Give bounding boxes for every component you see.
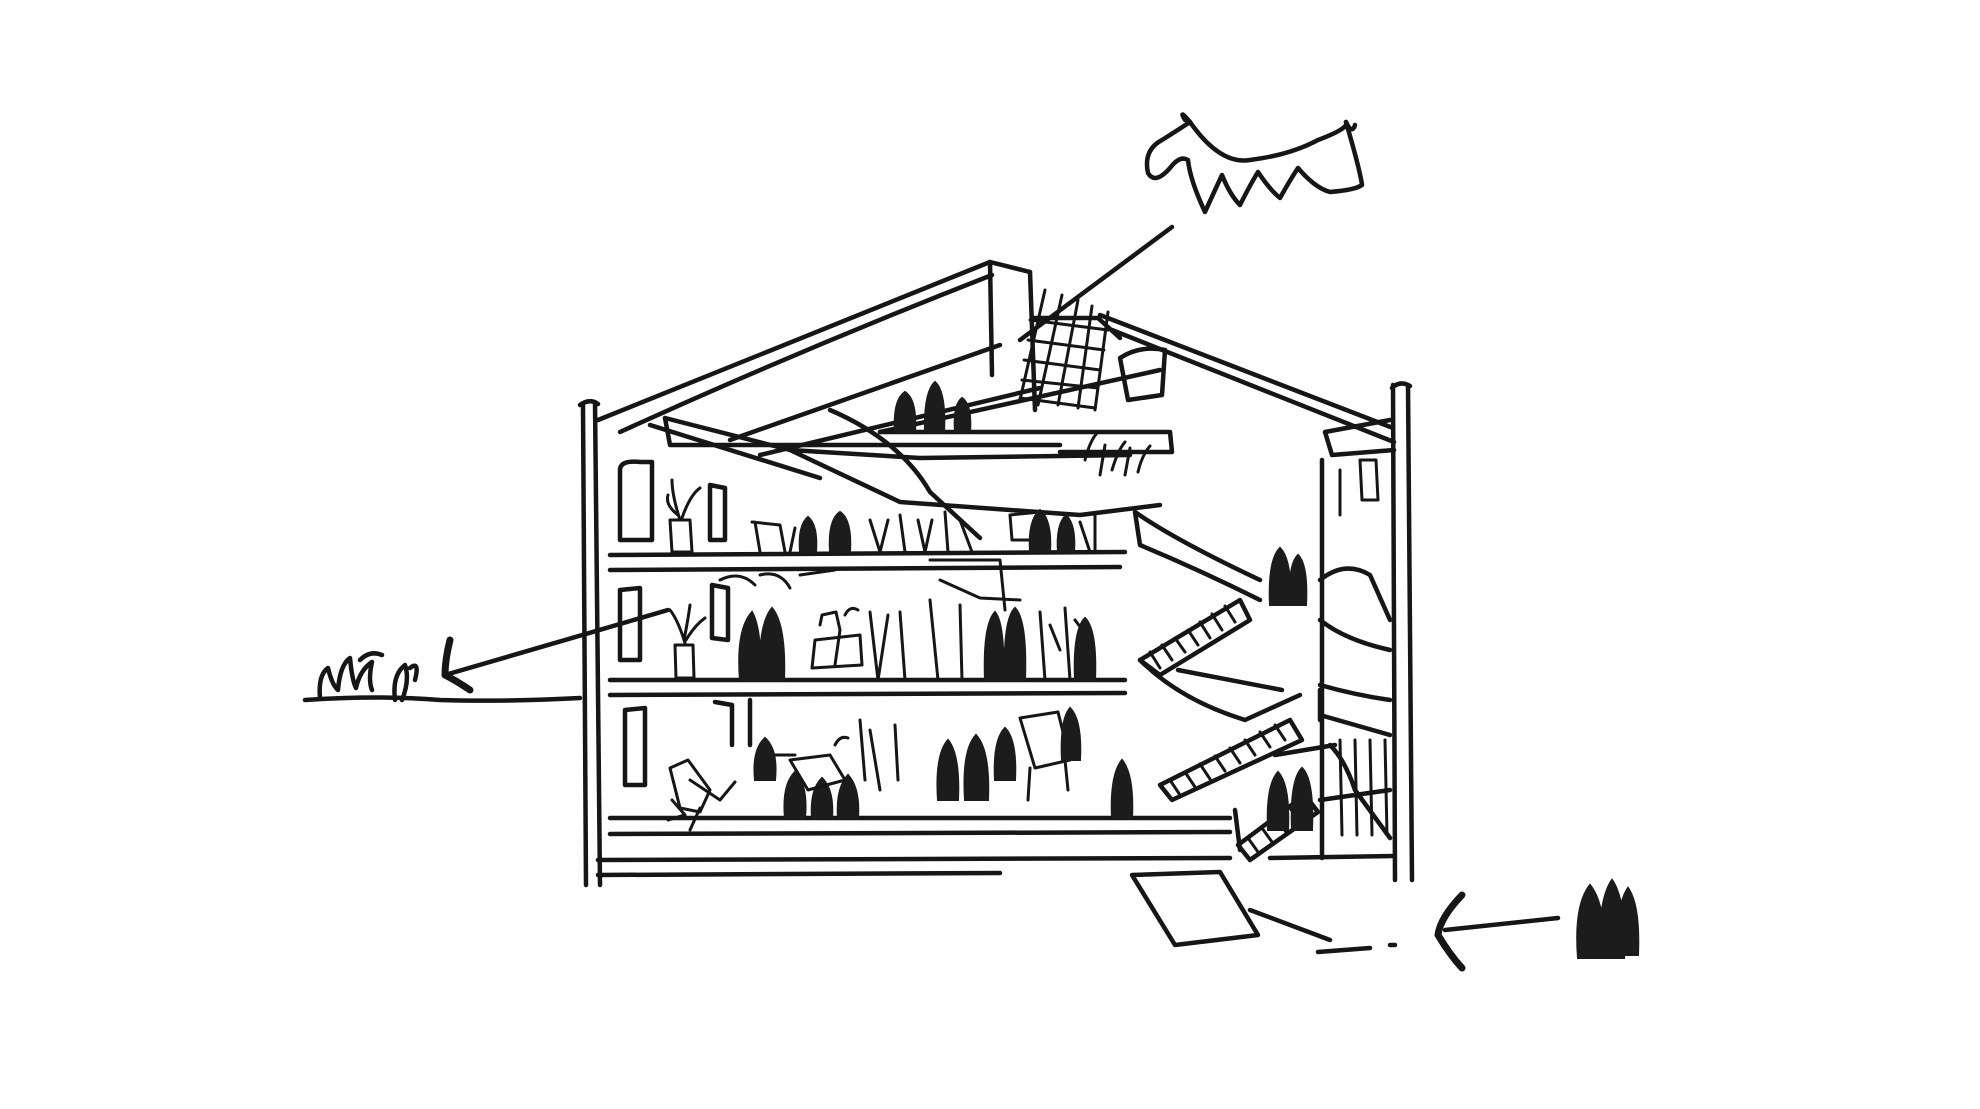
people-entering-icon xyxy=(1576,878,1640,959)
skylight-louvres xyxy=(1018,288,1110,412)
floor-slabs xyxy=(607,549,1233,837)
view-arrow xyxy=(441,607,671,694)
people-ground-floor xyxy=(666,706,1134,832)
people-mezzanine xyxy=(893,380,1152,477)
stair-section xyxy=(1132,457,1393,863)
facade-windows xyxy=(617,459,753,788)
upper-mezzanine xyxy=(647,342,1175,541)
outdoor-vegetation-icon xyxy=(302,651,583,703)
building-shell xyxy=(577,259,1415,888)
entry-platform xyxy=(1129,869,1398,955)
sun-icon xyxy=(1144,112,1365,215)
plant-icon xyxy=(666,478,707,680)
people-second-floor xyxy=(750,508,1097,554)
people-first-floor xyxy=(718,558,1097,682)
people-stairs xyxy=(1266,546,1314,831)
entry-arrow xyxy=(1434,891,1561,972)
